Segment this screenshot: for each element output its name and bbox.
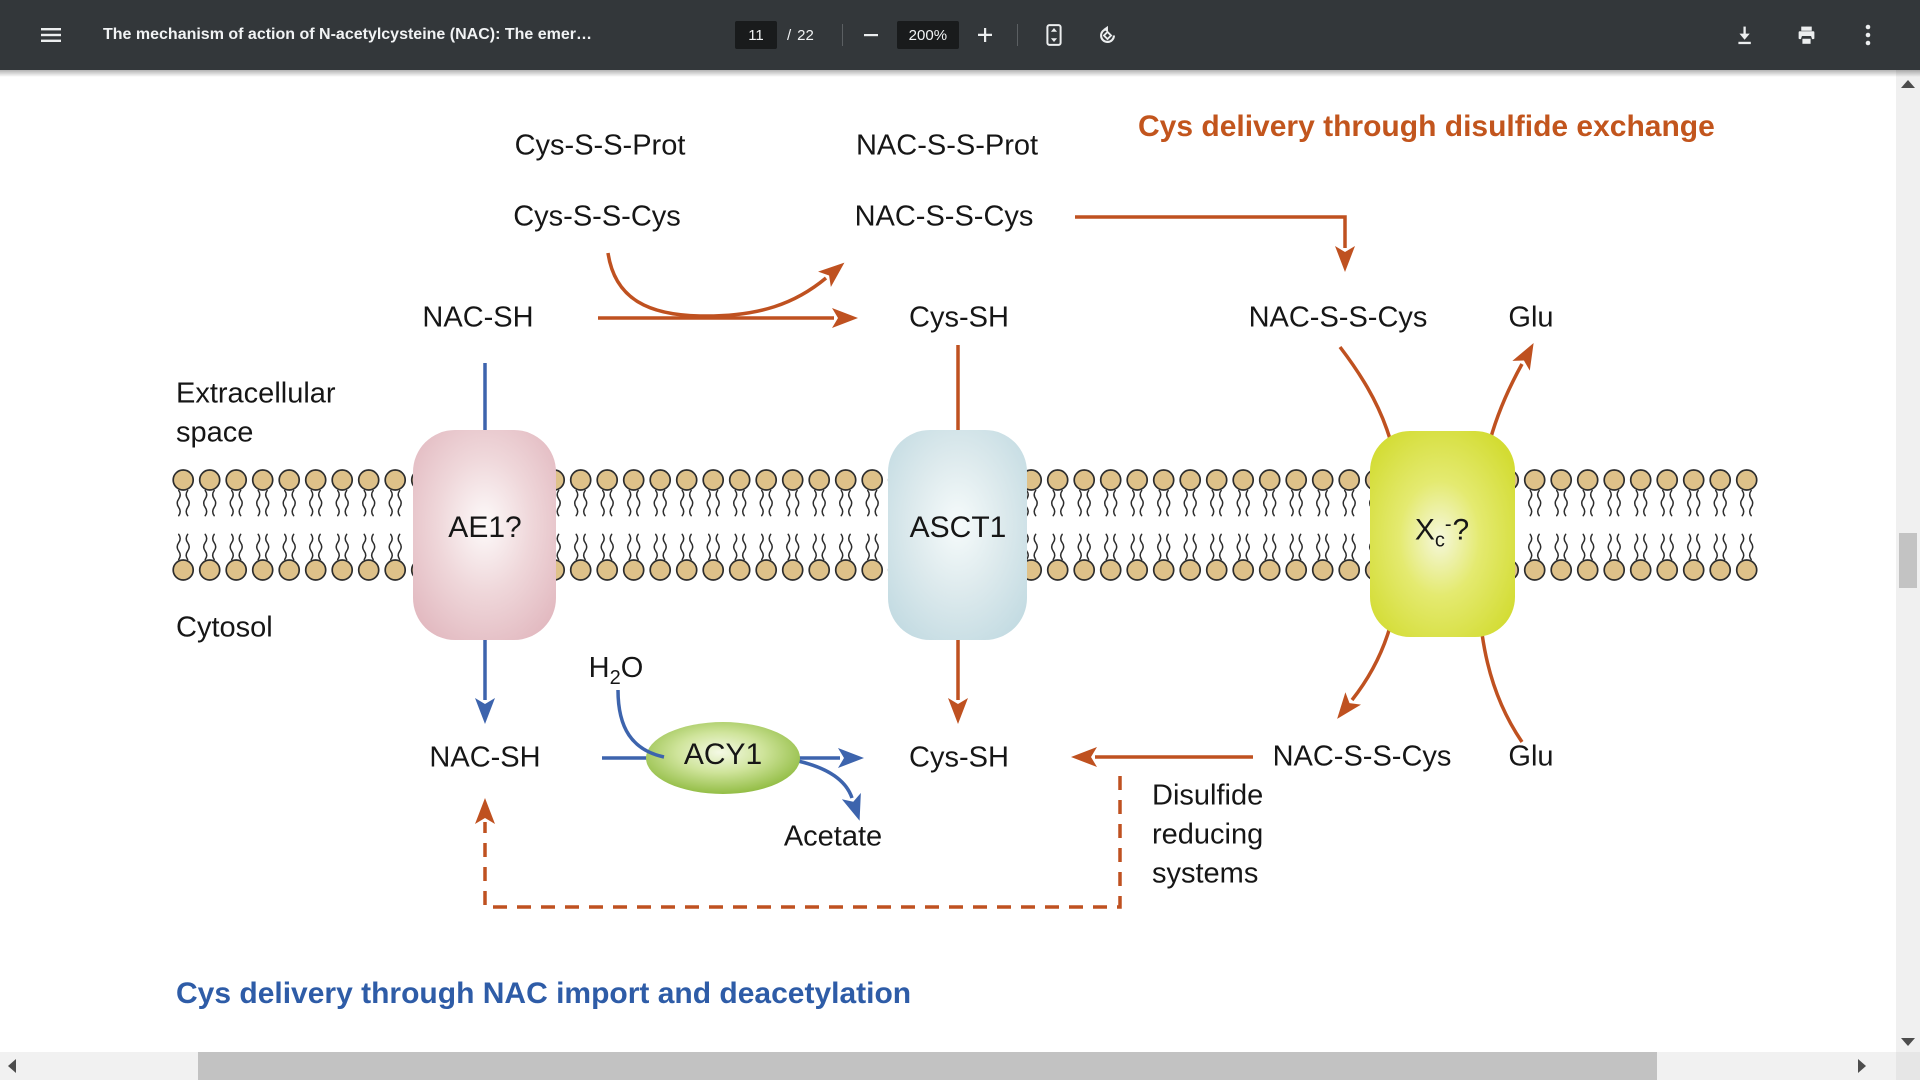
vertical-scrollbar[interactable] <box>1896 70 1920 1052</box>
minus-icon <box>863 34 878 37</box>
label-nac-ss-cys: NAC-S-S-Cys <box>854 200 1034 233</box>
ae1-transporter-shape <box>413 430 556 640</box>
figure-heading-nac-import: Cys delivery through NAC import and deac… <box>176 977 912 1010</box>
page-zoom-controls: 11 / 22 200% <box>735 0 1120 70</box>
acetate-branch-arrow <box>797 759 861 821</box>
label-cys-ss-cys: Cys-S-S-Cys <box>513 200 681 233</box>
print-button[interactable] <box>1794 0 1818 70</box>
label-glu-bottom: Glu <box>1508 740 1554 773</box>
h2o-rest: O <box>620 652 644 684</box>
toolbar-separator <box>841 24 843 46</box>
download-icon <box>1737 26 1751 44</box>
scroll-right-arrow[interactable] <box>1858 1059 1866 1073</box>
label-systems: systems <box>1152 857 1259 890</box>
scroll-left-arrow[interactable] <box>8 1059 16 1073</box>
fit-to-page-icon <box>1046 24 1062 46</box>
label-reducing: reducing <box>1152 818 1264 851</box>
label-nac-ss-cys-bottom: NAC-S-S-Cys <box>1272 740 1452 773</box>
label-glu-top: Glu <box>1508 301 1554 334</box>
page-count: / 22 <box>787 27 814 44</box>
horizontal-scrollbar-thumb[interactable] <box>198 1052 1657 1080</box>
download-button[interactable] <box>1732 0 1756 70</box>
menu-button[interactable] <box>36 0 66 70</box>
scrollbar-corner <box>1896 1052 1920 1080</box>
hamburger-icon <box>41 28 61 42</box>
h2o-input-curve <box>616 689 665 759</box>
label-h2o: H2O <box>589 652 644 690</box>
zoom-out-button[interactable] <box>859 0 883 70</box>
label-extracellular: Extracellular <box>176 377 336 410</box>
scroll-down-arrow[interactable] <box>1901 1038 1915 1046</box>
label-nac-ss-prot: NAC-S-S-Prot <box>855 129 1039 162</box>
document-title: The mechanism of action of N-acetylcyste… <box>103 26 592 43</box>
pdf-viewer-toolbar: The mechanism of action of N-acetylcyste… <box>0 0 1920 70</box>
xc-base: X <box>1414 513 1435 547</box>
label-asct1-transporter: ASCT1 <box>909 511 1007 544</box>
figure-heading-disulfide-exchange: Cys delivery through disulfide exchange <box>1138 110 1715 143</box>
page-number-input[interactable]: 11 <box>735 21 777 49</box>
xc-subscript: c <box>1434 529 1445 552</box>
xc-question: ? <box>1452 513 1470 547</box>
page-total: 22 <box>797 26 814 44</box>
h2o-base: H <box>588 652 610 684</box>
rotate-ccw-icon <box>1100 25 1116 43</box>
exchange-arrows <box>475 215 1355 909</box>
print-icon <box>1798 26 1814 45</box>
label-nac-sh-bottom: NAC-SH <box>429 741 541 774</box>
label-cys-ss-prot: Cys-S-S-Prot <box>514 129 686 162</box>
nac-ss-cys-route-arrow <box>1075 215 1355 272</box>
scroll-up-arrow[interactable] <box>1901 80 1915 88</box>
kebab-menu-icon <box>1865 24 1871 46</box>
rotate-button[interactable] <box>1096 0 1120 70</box>
zoom-in-button[interactable] <box>973 0 997 70</box>
toolbar-actions <box>1732 0 1880 70</box>
label-ae1-transporter: AE1? <box>448 511 522 544</box>
vertical-scrollbar-thumb[interactable] <box>1899 533 1917 588</box>
xc-transporter-shape <box>1370 431 1515 637</box>
label-acetate: Acetate <box>783 820 883 853</box>
label-cytosol: Cytosol <box>176 611 273 644</box>
label-disulfide: Disulfide <box>1152 779 1264 812</box>
h2o-subscript: 2 <box>609 667 621 689</box>
label-nac-ss-cys-right: NAC-S-S-Cys <box>1248 301 1428 334</box>
horizontal-scrollbar[interactable] <box>0 1052 1896 1080</box>
label-xc-transporter: Xc-? <box>1415 514 1469 553</box>
fit-to-page-button[interactable] <box>1042 0 1066 70</box>
label-nac-sh-top: NAC-SH <box>422 301 534 334</box>
label-extracellular-space: space <box>176 416 254 449</box>
label-cys-sh-bottom: Cys-SH <box>909 741 1009 774</box>
page-divider: / <box>787 26 792 44</box>
plus-icon <box>977 28 992 42</box>
zoom-level-input[interactable]: 200% <box>896 21 959 49</box>
asct1-transporter-shape <box>888 430 1027 640</box>
toolbar-separator <box>1016 24 1018 46</box>
xc-superscript: - <box>1444 513 1453 536</box>
label-acy1-enzyme: ACY1 <box>683 738 763 771</box>
acy1-enzyme-shape <box>646 722 800 794</box>
more-options-button[interactable] <box>1856 0 1880 70</box>
label-cys-sh-top: Cys-SH <box>909 301 1009 334</box>
disulfide-swap-curve-arrow <box>606 252 845 318</box>
